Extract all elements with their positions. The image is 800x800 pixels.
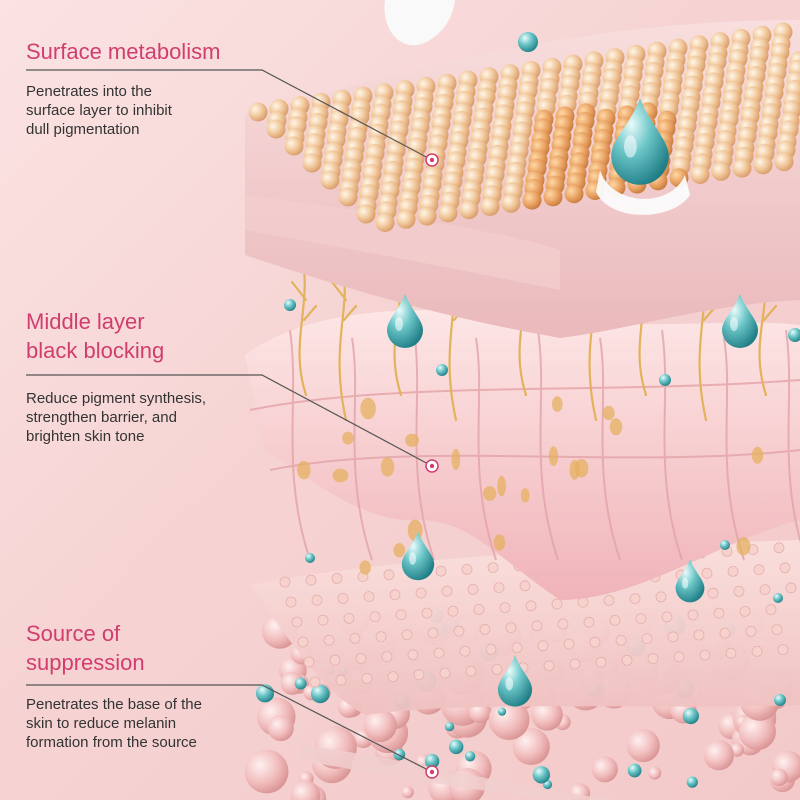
cell-sphere [267,715,294,742]
cell-sphere [290,780,321,800]
active-molecule [284,299,296,311]
section-description-source: Penetrates the base of the skin to reduc… [26,696,202,751]
pointer-dots [425,153,439,779]
active-molecule [436,364,448,376]
cell-sphere [531,699,563,731]
pigment-bead [501,193,521,213]
melanin-spot [342,431,354,445]
serum-droplet-icon [387,294,423,348]
pigment-bead [356,204,376,224]
melanin-spot [602,405,615,421]
active-molecule [464,751,476,762]
pigment-bead [375,213,395,232]
top-layer [245,20,800,338]
melanin-spot [405,433,420,447]
active-molecule [720,540,730,550]
pigment-bead [543,187,563,207]
melanin-spot [520,488,530,503]
cell-sphere [738,712,776,751]
serum-droplet-icon [675,559,705,603]
pigment-bead [396,209,416,229]
active-molecule [294,677,307,690]
cell-sphere [648,766,662,780]
pigment-bead [320,170,340,190]
active-molecule [773,593,783,603]
active-molecule [532,766,551,784]
cell-sphere [512,727,550,766]
melanin-spot [451,448,461,471]
serum-droplet-icon [497,655,533,707]
melanin-spot [736,537,751,556]
active-molecule [686,776,698,788]
leader-line-surface [26,69,433,161]
pigment-bead [338,187,358,207]
pigment-bead [302,153,322,173]
active-molecule [774,694,786,706]
pigment-bead [564,184,584,204]
melanin-spot [497,475,506,497]
cell-sphere [770,768,788,787]
melanin-spot [551,396,563,412]
pigment-bead [711,161,731,181]
active-molecule [497,707,507,716]
active-molecule [448,739,464,755]
pigment-bead [753,155,773,175]
serum-droplet-icon [722,294,758,348]
cell-sphere [280,671,304,695]
pigment-bead [248,102,268,122]
mesh-sheet [250,540,800,715]
pigment-bead [522,190,542,210]
melanin-spot [359,560,371,575]
active-molecule [444,721,455,732]
melanin-spot [297,460,311,480]
section-description-middle: Reduce pigment synthesis, strengthen bar… [26,390,207,445]
active-molecule [659,374,671,386]
pigment-bead [732,158,752,178]
section-title-source: Source of suppression [26,621,145,675]
cell-sphere [401,786,414,799]
melanin-spot [548,446,559,467]
melanin-spot [360,397,376,420]
active-molecule [518,32,538,52]
melanin-spot [574,459,589,478]
active-molecule [788,328,800,342]
active-molecule [310,684,330,704]
active-molecule [627,763,642,778]
pigment-bead [480,197,500,216]
serum-droplet-icon [611,98,669,185]
serum-droplet-icon [401,531,435,581]
melanin-spot [482,486,497,501]
cell-sphere [703,740,734,771]
active-molecule [393,748,406,761]
section-description-surface: Penetrates into the surface layer to inh… [26,83,172,138]
pigment-bead [417,206,437,226]
pigment-bead [438,203,458,223]
section-title-surface: Surface metabolism [26,39,221,64]
melanin-spot [493,534,506,551]
active-molecule [682,707,699,725]
pigment-bead [284,136,304,156]
melanin-spot [332,468,349,483]
pigment-bead [774,152,794,172]
cell-sphere [363,708,397,743]
section-title-middle: Middle layer black blocking [26,309,165,363]
active-molecule [305,553,315,563]
melanin-spot [393,543,406,558]
cell-sphere [591,756,618,783]
bottom-layer [244,540,800,800]
cell-sphere [626,729,660,763]
pigment-bead [690,165,710,184]
pigment-bead [459,200,479,220]
cell-sphere [244,749,289,794]
leader-line-middle [26,374,433,467]
active-molecule [424,753,440,769]
pigment-bead [266,119,286,139]
melanin-spot [609,418,623,436]
leader-lines [26,69,433,773]
melanin-spot [380,457,395,477]
leader-line-source [26,684,433,773]
melanin-spot [751,446,764,464]
